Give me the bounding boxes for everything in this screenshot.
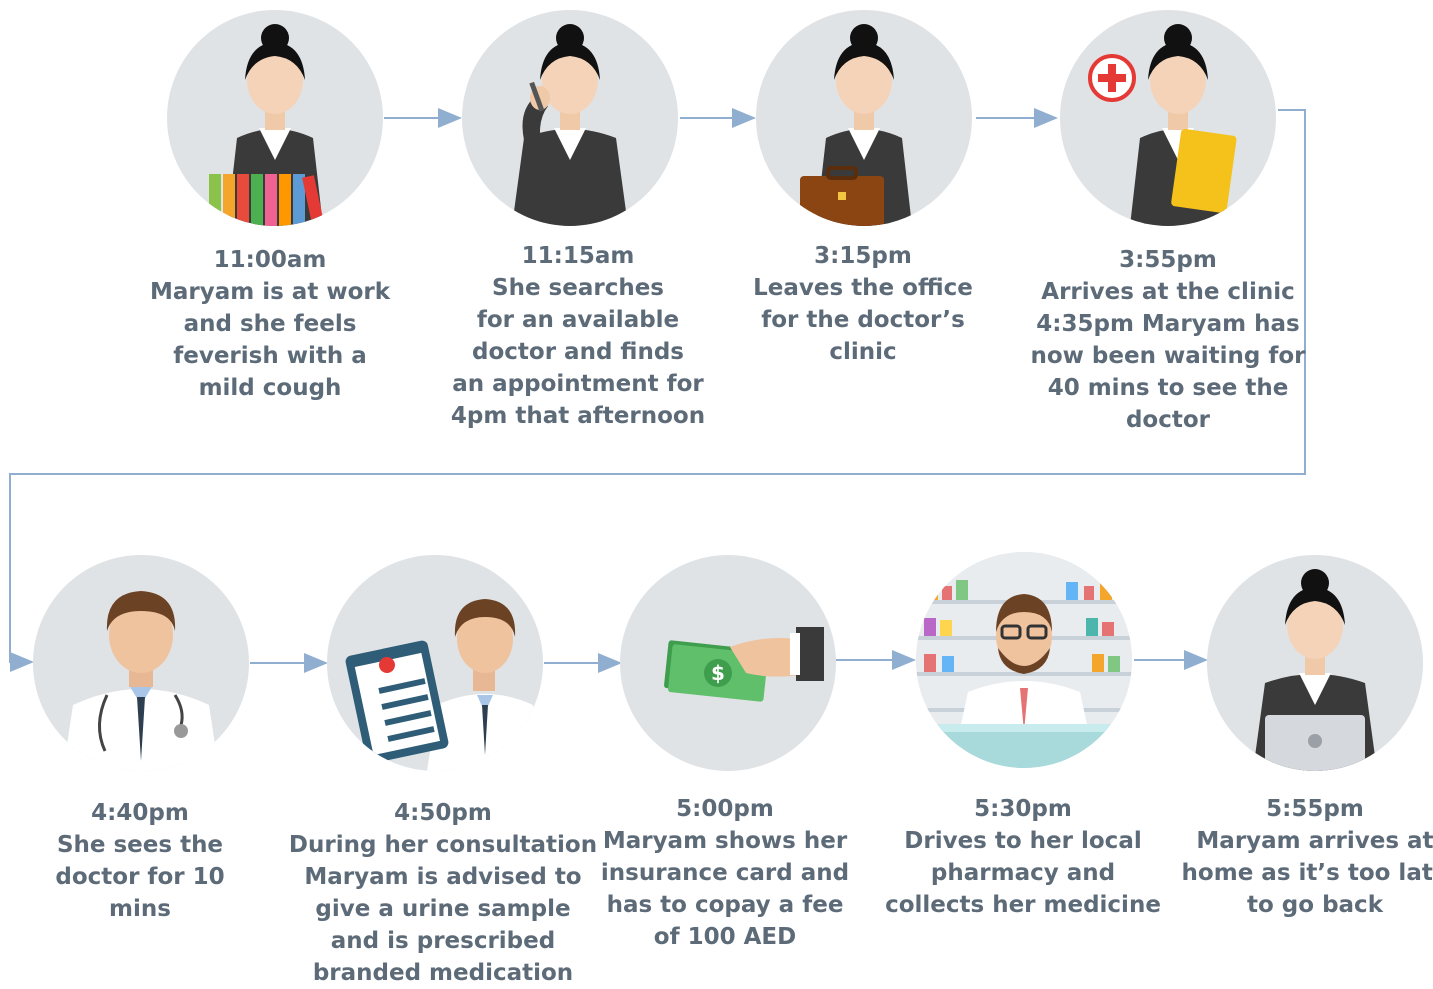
step-6-line-4: and is prescribed: [330, 928, 556, 954]
step-6-line-5: branded medication: [312, 960, 574, 986]
step-7-line-1: Maryam shows her: [602, 828, 848, 854]
step-8-time: 5:30pm: [974, 796, 1072, 822]
step-3-time: 3:15pm: [814, 243, 912, 269]
doctor-icon: [63, 591, 219, 771]
step-6-line-3: give a urine sample: [315, 896, 571, 922]
step-9-line-3: to go back: [1247, 892, 1383, 918]
step-5-caption: 4:40pm She sees the doctor for 10 mins: [0, 797, 295, 925]
step-7-line-3: has to copay a fee: [606, 892, 844, 918]
step-4-time: 3:55pm: [1119, 247, 1217, 273]
step-2-time: 11:15am: [521, 243, 635, 269]
step-2-illustration: [462, 10, 678, 226]
step-8-line-2: pharmacy and: [930, 860, 1116, 886]
svg-text:$: $: [711, 661, 725, 685]
step-7-time: 5:00pm: [676, 796, 774, 822]
step-5-time: 4:40pm: [91, 800, 189, 826]
step-1-time: 11:00am: [213, 247, 327, 273]
step-4-line-2: 4:35pm Maryam has: [1036, 311, 1300, 337]
step-7-caption: 5:00pm Maryam shows her insurance card a…: [570, 793, 880, 953]
woman-with-laptop-icon: [1253, 569, 1377, 771]
step-6-line-1: During her consultation: [288, 832, 598, 858]
step-3-line-1: Leaves the office: [753, 275, 973, 301]
step-9-line-1: Maryam arrives at: [1196, 828, 1433, 854]
step-9-time: 5:55pm: [1266, 796, 1364, 822]
step-8-illustration: [916, 552, 1132, 768]
step-9-caption: 5:55pm Maryam arrives at home as it’s to…: [1160, 793, 1433, 921]
step-4-line-3: now been waiting for: [1030, 343, 1306, 369]
step-3-line-3: clinic: [829, 339, 897, 365]
step-3-caption: 3:15pm Leaves the office for the doctor’…: [708, 240, 1018, 368]
step-4-line-4: 40 mins to see the: [1047, 375, 1289, 401]
step-7-line-4: of 100 AED: [653, 924, 797, 950]
pharmacist-icon: [916, 552, 1132, 768]
step-1-illustration: [167, 10, 383, 226]
step-6-time: 4:50pm: [394, 800, 492, 826]
step-2-caption: 11:15am She searches for an available do…: [423, 240, 733, 432]
step-9-illustration: [1207, 555, 1423, 771]
step-4-caption: 3:55pm Arrives at the clinic 4:35pm Mary…: [1013, 244, 1323, 436]
step-7-line-2: insurance card and: [600, 860, 850, 886]
step-1-line-3: feverish with a: [173, 343, 367, 369]
step-1-caption: 11:00am Maryam is at work and she feels …: [115, 244, 425, 404]
step-6-line-2: Maryam is advised to: [304, 864, 582, 890]
step-4-line-5: doctor: [1125, 407, 1211, 433]
step-2-line-3: doctor and finds: [472, 339, 684, 365]
step-2-line-2: for an available: [476, 307, 680, 333]
step-1-line-1: Maryam is at work: [149, 279, 391, 305]
woman-with-briefcase-icon: [800, 24, 912, 226]
step-2-line-1: She searches: [492, 275, 664, 301]
step-5-line-1: She sees the: [56, 832, 224, 858]
arrow-4-5: [9, 109, 1306, 672]
step-5-line-2: doctor for 10: [55, 864, 225, 890]
step-2-line-4: an appointment for: [452, 371, 704, 397]
step-8-line-3: collects her medicine: [885, 892, 1161, 918]
woman-with-binders-icon: [209, 24, 325, 226]
step-1-line-4: mild cough: [198, 375, 342, 401]
step-5-illustration: [33, 555, 249, 771]
step-9-line-2: home as it’s too late: [1181, 860, 1433, 886]
hand-with-cash-icon: $: [664, 627, 824, 702]
step-4-line-1: Arrives at the clinic: [1041, 279, 1295, 305]
step-6-illustration: [327, 555, 543, 771]
step-3-illustration: [756, 10, 972, 226]
step-5-line-3: mins: [109, 896, 171, 922]
step-2-line-5: 4pm that afternoon: [450, 403, 706, 429]
step-4-illustration: [1060, 10, 1276, 226]
step-8-caption: 5:30pm Drives to her local pharmacy and …: [868, 793, 1178, 921]
woman-on-phone-icon: [512, 24, 628, 226]
step-7-illustration: $: [620, 555, 836, 771]
step-6-caption: 4:50pm During her consultation Maryam is…: [288, 797, 598, 989]
step-3-line-2: for the doctor’s: [761, 307, 965, 333]
woman-at-clinic-icon: [1088, 24, 1237, 226]
step-1-line-2: and she feels: [183, 311, 357, 337]
doctor-with-clipboard-icon: [345, 599, 543, 771]
step-8-line-1: Drives to her local: [904, 828, 1142, 854]
